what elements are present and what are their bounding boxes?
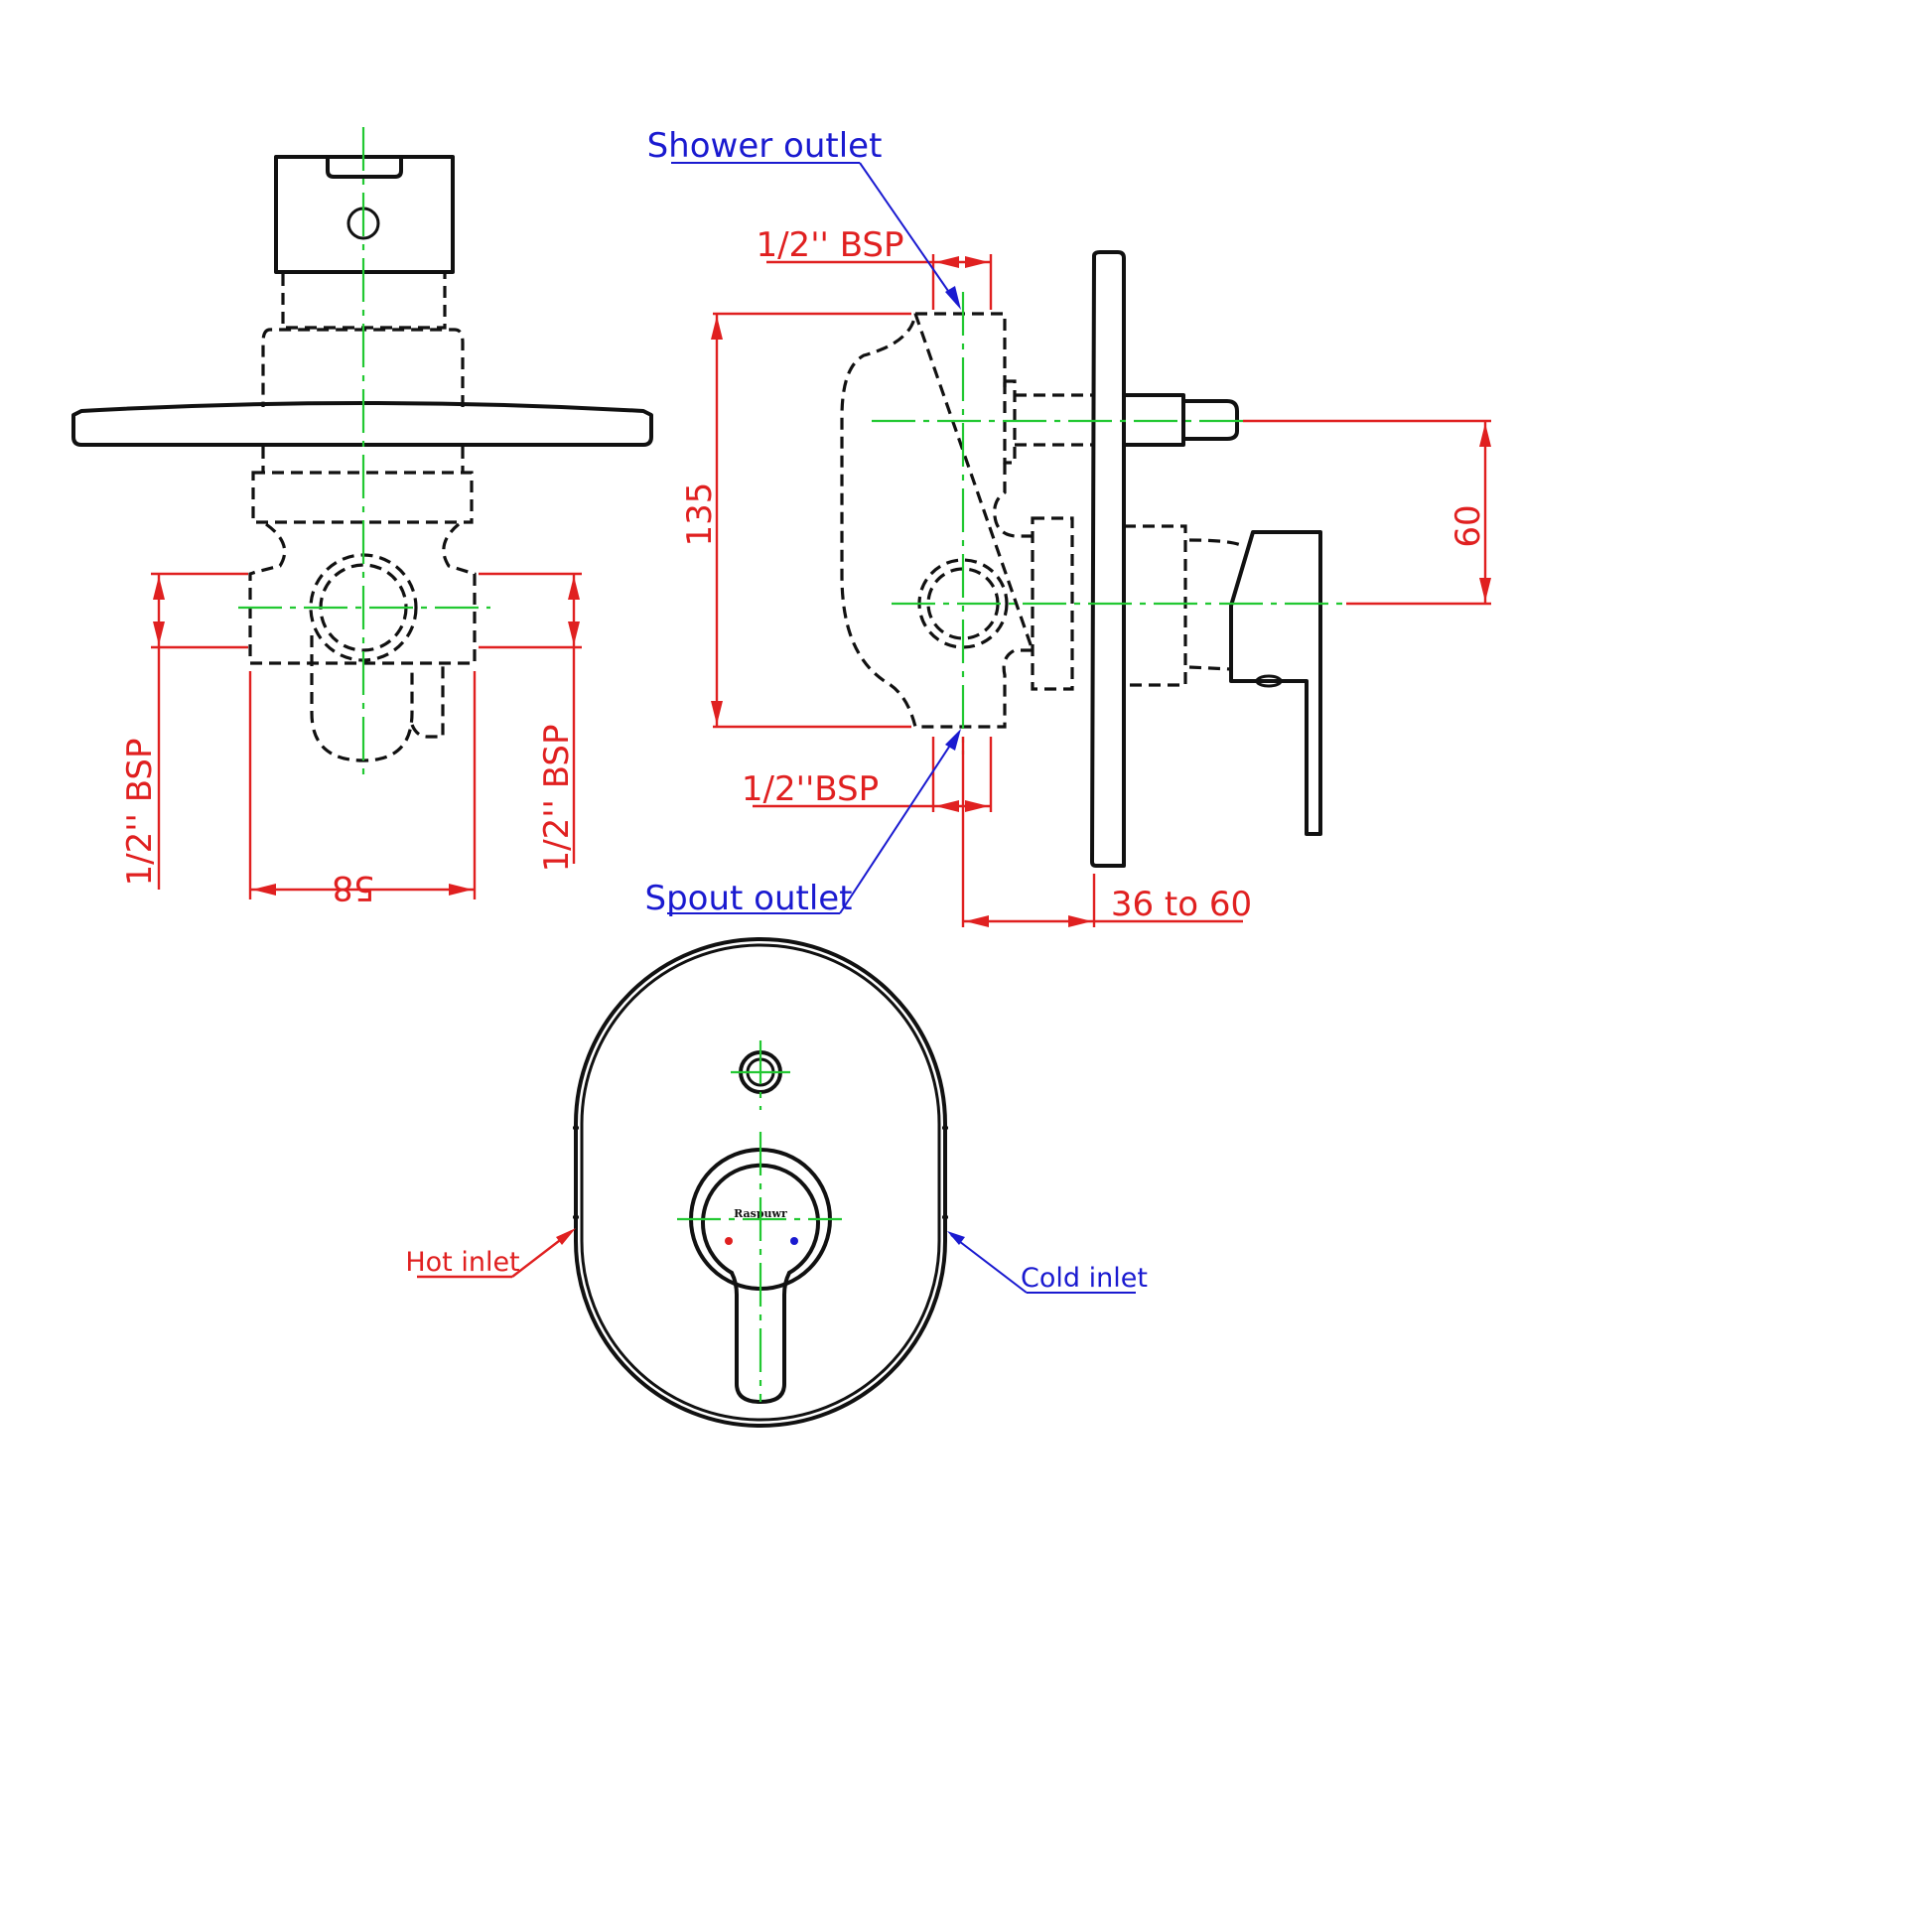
cap-slot <box>326 155 403 179</box>
handle-side <box>1229 530 1322 836</box>
arrow <box>1068 915 1092 927</box>
side-view <box>840 250 1342 868</box>
arrow <box>965 256 989 268</box>
body-upper-hidden <box>261 328 465 407</box>
collar-hidden <box>1031 516 1074 691</box>
valve-body-hidden <box>840 312 1035 729</box>
plate-edge <box>71 401 653 447</box>
front-view: Raspuwr <box>573 937 948 1428</box>
arrow <box>1479 423 1491 447</box>
plate-side <box>1090 250 1126 868</box>
hot-indicator-dot <box>725 1237 733 1245</box>
arrow <box>947 1231 965 1245</box>
arrow <box>153 621 165 645</box>
bottom-bsp-label: 1/2''BSP <box>742 769 879 809</box>
spout-outlet-label: Spout outlet <box>644 879 852 918</box>
arrow <box>252 884 276 896</box>
arrow <box>965 915 989 927</box>
arrow <box>449 884 473 896</box>
arrow <box>568 621 580 645</box>
arrow <box>965 800 989 812</box>
cold-inlet-label: Cold inlet <box>1021 1263 1148 1294</box>
cartridge-hidden <box>1124 524 1187 687</box>
shower-outlet-label: Shower outlet <box>647 126 883 166</box>
top-view <box>71 127 653 774</box>
height-135-label: 135 <box>680 483 720 547</box>
arrow <box>945 286 961 310</box>
arrow <box>711 316 723 340</box>
arrow <box>1479 578 1491 602</box>
escutcheon-inner <box>580 943 941 1422</box>
right-bsp-label: 1/2'' BSP <box>537 724 577 872</box>
arrow <box>153 576 165 600</box>
inlet-leaders: Hot inlet Cold inlet <box>405 1228 1148 1294</box>
spout-port-hidden <box>310 635 414 762</box>
left-bsp-label: 1/2'' BSP <box>120 738 160 886</box>
arrow <box>935 256 959 268</box>
arrow <box>711 701 723 725</box>
cold-indicator-dot <box>790 1237 798 1245</box>
diverter-stem <box>1122 393 1185 447</box>
offset-60-label: 60 <box>1449 504 1488 547</box>
body-lower-hidden <box>248 522 477 665</box>
wall-depth-label: 36 to 60 <box>1111 885 1252 924</box>
arrow <box>935 800 959 812</box>
top-bsp-label: 1/2'' BSP <box>756 225 903 265</box>
diverter-stem-hidden <box>1015 393 1094 447</box>
arrow <box>556 1228 576 1245</box>
width-58-label: 58 <box>332 868 374 907</box>
side-view-dimensions: 1/2'' BSP 135 1/2''BSP 60 36 to 60 <box>680 225 1491 927</box>
arrow <box>945 729 961 751</box>
arrow <box>568 576 580 600</box>
hot-inlet-label: Hot inlet <box>405 1247 519 1278</box>
escutcheon-outer <box>574 937 947 1428</box>
top-view-dimensions: 1/2'' BSP 1/2'' BSP 58 <box>120 572 582 907</box>
outlet-leaders: Shower outlet Spout outlet <box>644 126 961 918</box>
